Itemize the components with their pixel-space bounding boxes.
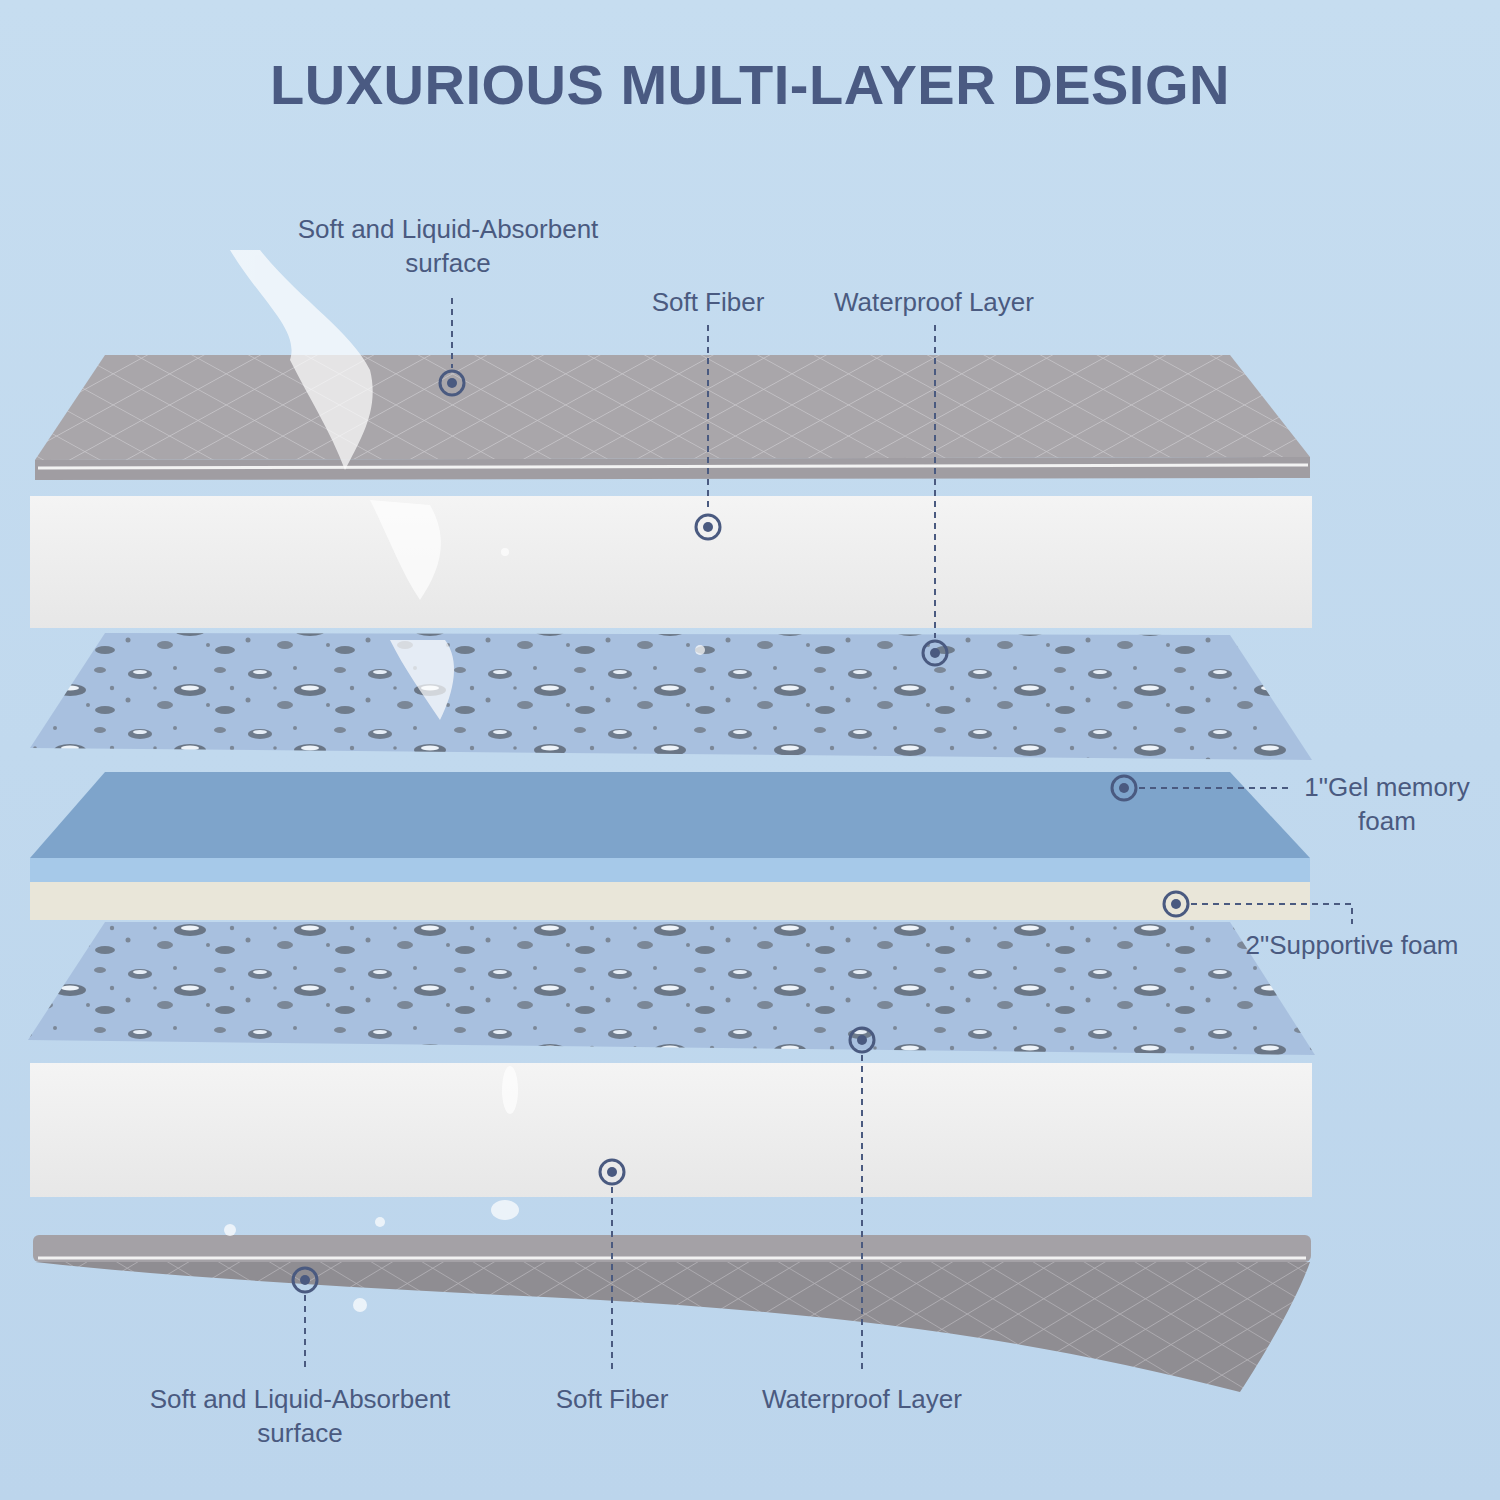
layer-label: 2"Supportive foam (1237, 928, 1467, 962)
layer-label: Soft and Liquid-Absorbent surface (258, 212, 638, 281)
layer-label: Waterproof Layer (794, 285, 1074, 319)
layer-label: Soft Fiber (512, 1382, 712, 1416)
layer-label: Soft Fiber (608, 285, 808, 319)
layer-label: Waterproof Layer (722, 1382, 1002, 1416)
diagram-title: LUXURIOUS MULTI-LAYER DESIGN (0, 52, 1500, 117)
layer-label: Soft and Liquid-Absorbent surface (110, 1382, 490, 1451)
layer-label: 1"Gel memory foam (1292, 770, 1482, 839)
